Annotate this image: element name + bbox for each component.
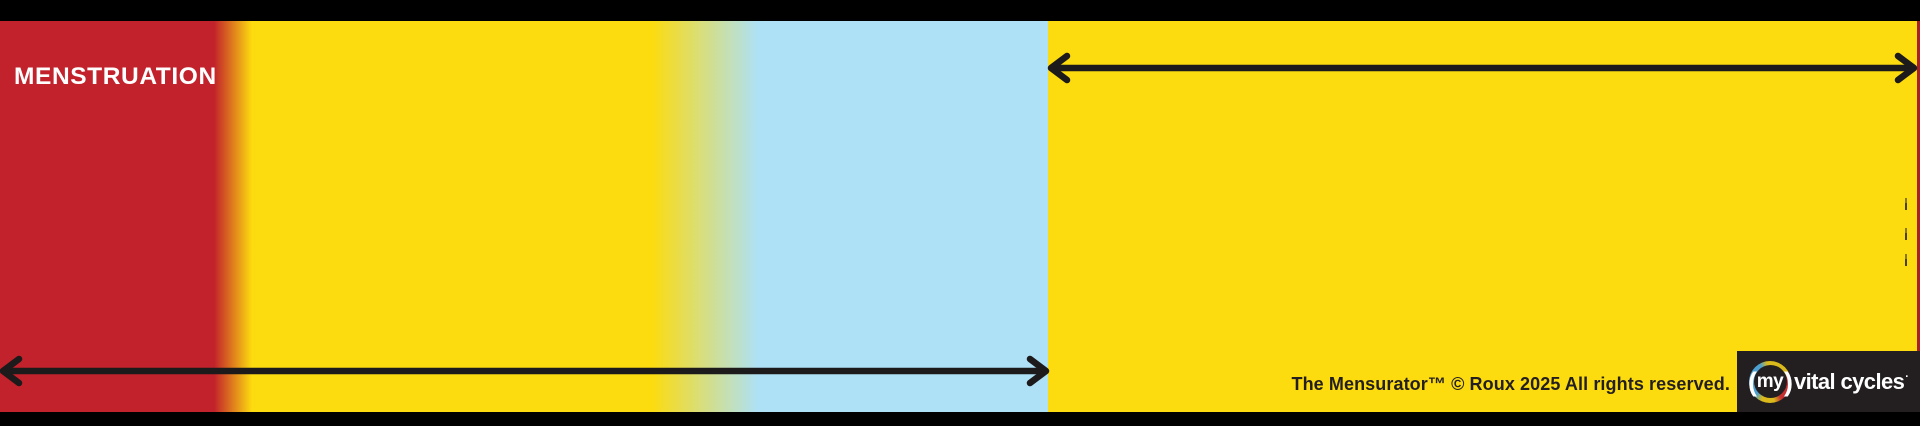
logo-cycle-ring-icon: ( my ): [1748, 360, 1793, 403]
logo-name: vital cycles: [1794, 368, 1905, 394]
top-black-bar: [0, 0, 1920, 21]
edge-tick: [1905, 233, 1907, 240]
logo-trademark-dot: ·: [1905, 370, 1909, 383]
phase-label-menstruation: MENSTRUATION: [14, 63, 217, 90]
logo-wordmark: vital cycles·: [1794, 368, 1909, 395]
logo-paren-right: ): [1784, 366, 1793, 397]
brand-logo-plate: ( my ) vital cycles·: [1737, 351, 1920, 412]
cycle-phase-band: MENSTRUATION: [0, 21, 1920, 412]
copyright-text: The Mensurator™ © Roux 2025 All rights r…: [1291, 374, 1730, 394]
bottom-black-bar: [0, 412, 1920, 426]
edge-tick: [1905, 259, 1907, 266]
logo-paren-left: (: [1748, 366, 1757, 397]
edge-tick: [1905, 203, 1907, 210]
logo-prefix: my: [1756, 370, 1784, 392]
